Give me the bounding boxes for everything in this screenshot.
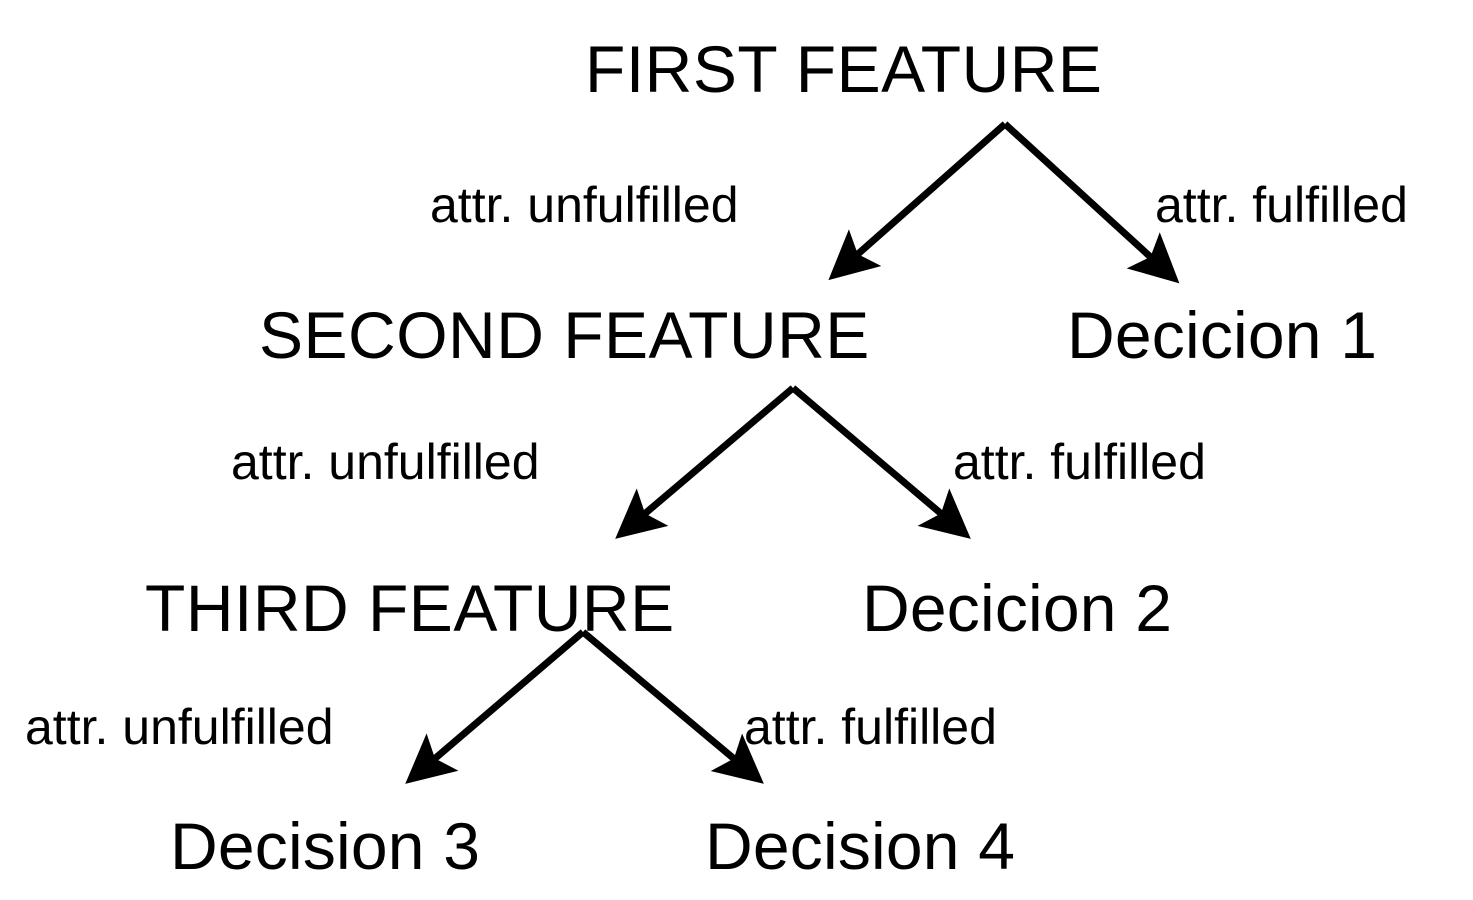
edge-label-level2-right: attr. fulfilled — [953, 434, 1206, 490]
node-decision-1[interactable]: Decicion 1 — [1067, 298, 1378, 372]
edge-first-to-second — [828, 121, 1008, 281]
edge-second-to-decision2 — [790, 385, 971, 539]
edge-third-to-decision4 — [580, 629, 764, 784]
edge-third-to-decision3 — [405, 629, 586, 784]
node-decision-3[interactable]: Decision 3 — [170, 809, 481, 883]
edge-label-level3-right: attr. fulfilled — [744, 699, 997, 755]
edge-label-level3-left: attr. unfulfilled — [25, 699, 334, 755]
edge-first-to-decision1 — [1002, 121, 1180, 284]
node-third-feature[interactable]: THIRD FEATURE — [145, 571, 675, 645]
edge-label-level2-left: attr. unfulfilled — [231, 434, 540, 490]
node-decision-2[interactable]: Decicion 2 — [862, 571, 1173, 645]
node-first-feature[interactable]: FIRST FEATURE — [585, 32, 1103, 106]
edge-label-level1-left: attr. unfulfilled — [430, 177, 739, 233]
node-second-feature[interactable]: SECOND FEATURE — [259, 298, 870, 372]
node-decision-4[interactable]: Decision 4 — [705, 809, 1016, 883]
edge-label-level1-right: attr. fulfilled — [1155, 177, 1408, 233]
edge-second-to-third — [615, 385, 796, 539]
